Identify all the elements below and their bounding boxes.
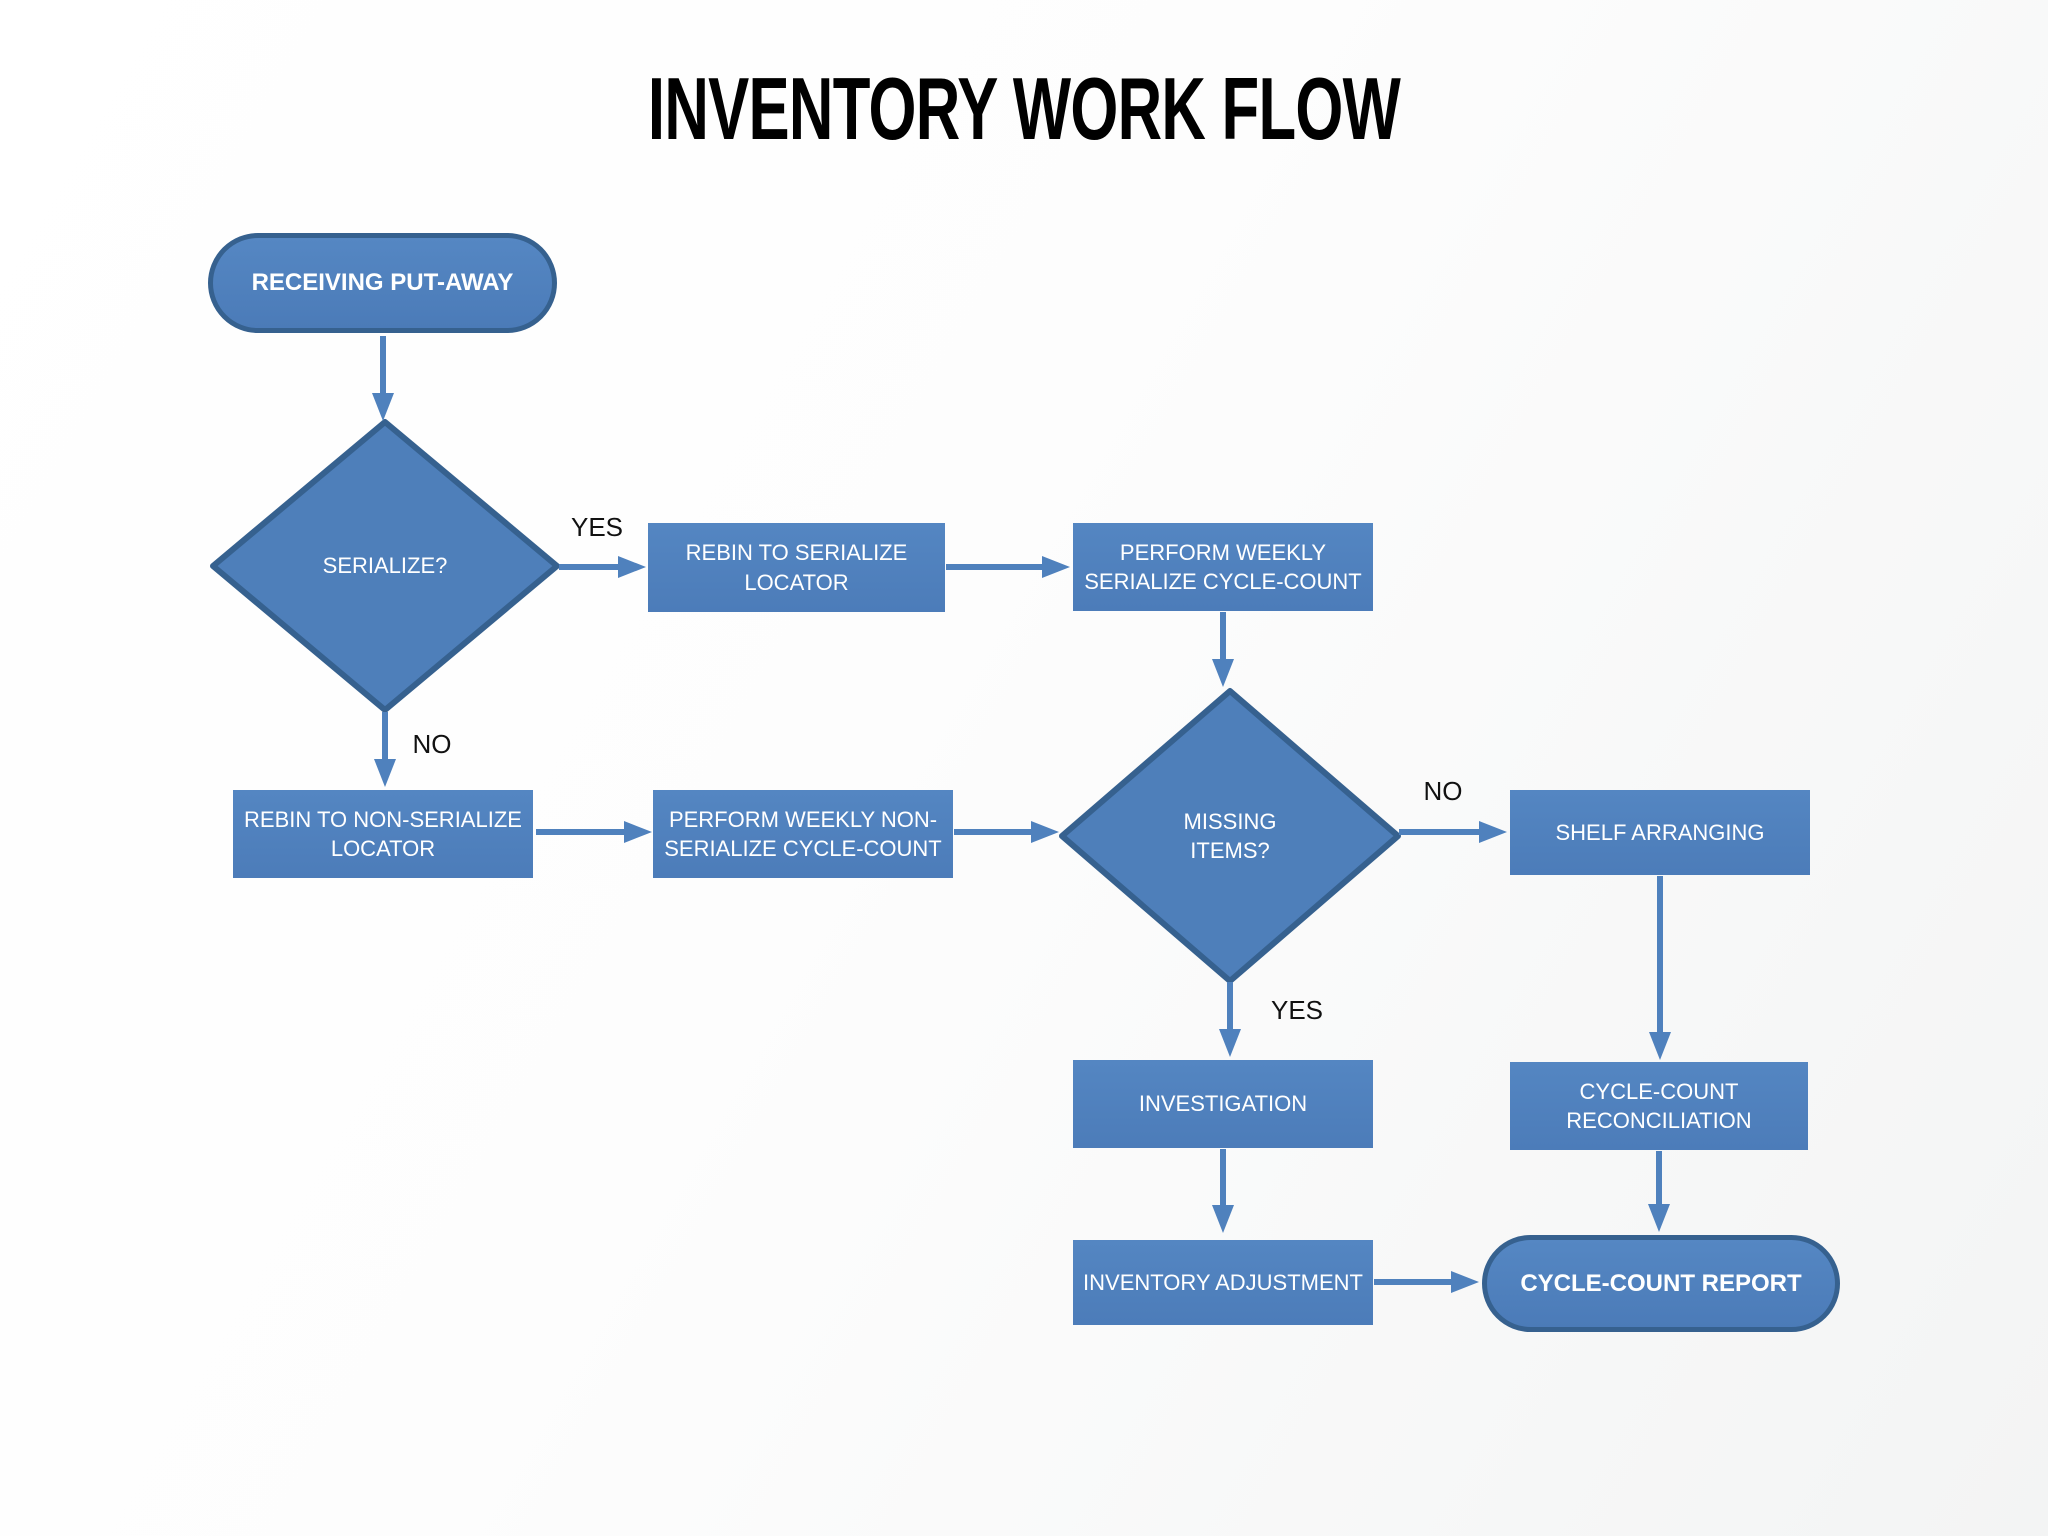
node-label: INVESTIGATION [1138,1091,1308,1117]
arrow-adjustment-to-report [1374,1271,1479,1293]
node-shelf-arranging: SHELF ARRANGING [1510,790,1810,875]
arrow-weekly-serialize-to-missing [1212,612,1234,687]
edge-label-serialize-yes: YES [570,512,624,542]
arrow-reconciliation-to-report [1648,1151,1670,1232]
node-cycle-count-report: CYCLE-COUNT REPORT [1482,1235,1840,1332]
page-title: INVENTORY WORK FLOW [647,59,1401,158]
arrow-weekly-non-serialize-to-missing [954,821,1059,843]
arrow-missing-no [1399,821,1507,843]
arrow-serialize-no [374,712,396,787]
node-perform-weekly-serialize-cycle-count: PERFORM WEEKLY SERIALIZE CYCLE-COUNT [1073,523,1373,611]
arrow-serialize-yes [559,556,646,578]
arrow-rebin-serialize-to-weekly [946,556,1070,578]
arrow-missing-yes [1219,982,1241,1057]
node-label: SHELF ARRANGING [1555,819,1765,845]
node-label: MISSING ITEMS? [1183,808,1277,863]
node-cycle-count-reconciliation: CYCLE-COUNT RECONCILIATION [1510,1062,1808,1150]
node-serialize-shape [210,419,560,713]
node-missing-items-shape [1059,688,1401,984]
arrow-shelf-to-reconciliation [1649,876,1671,1060]
node-rebin-to-non-serialize-locator: REBIN TO NON-SERIALIZE LOCATOR [233,790,533,878]
node-missing-items: MISSING ITEMS? [1058,687,1402,985]
arrow-investigation-to-adjustment [1212,1149,1234,1233]
node-receiving-put-away: RECEIVING PUT-AWAY [208,233,557,333]
arrow-rebin-non-serialize-to-weekly [536,821,652,843]
node-label: PERFORM WEEKLY SERIALIZE CYCLE-COUNT [1084,539,1362,594]
node-investigation: INVESTIGATION [1073,1060,1373,1148]
node-label: CYCLE-COUNT RECONCILIATION [1566,1078,1752,1133]
node-label: PERFORM WEEKLY NON-SERIALIZE CYCLE-COUNT [664,806,942,861]
node-label: REBIN TO SERIALIZE LOCATOR [685,540,908,595]
arrow-start-to-serialize [372,336,394,421]
edge-label-missing-items-yes: YES [1270,995,1324,1025]
edge-label-serialize-no: NO [412,729,452,759]
node-label: CYCLE-COUNT REPORT [1520,1269,1802,1297]
node-label: RECEIVING PUT-AWAY [251,269,514,296]
node-inventory-adjustment: INVENTORY ADJUSTMENT [1073,1240,1373,1325]
edge-label-missing-items-no: NO [1423,776,1463,806]
node-label: SERIALIZE? [322,553,448,579]
node-label: INVENTORY ADJUSTMENT [1083,1269,1363,1295]
node-perform-weekly-non-serialize-cycle-count: PERFORM WEEKLY NON-SERIALIZE CYCLE-COUNT [653,790,953,878]
node-rebin-to-serialize-locator: REBIN TO SERIALIZE LOCATOR [648,523,945,612]
node-serialize: SERIALIZE? [209,418,561,714]
node-label: REBIN TO NON-SERIALIZE LOCATOR [244,806,522,861]
